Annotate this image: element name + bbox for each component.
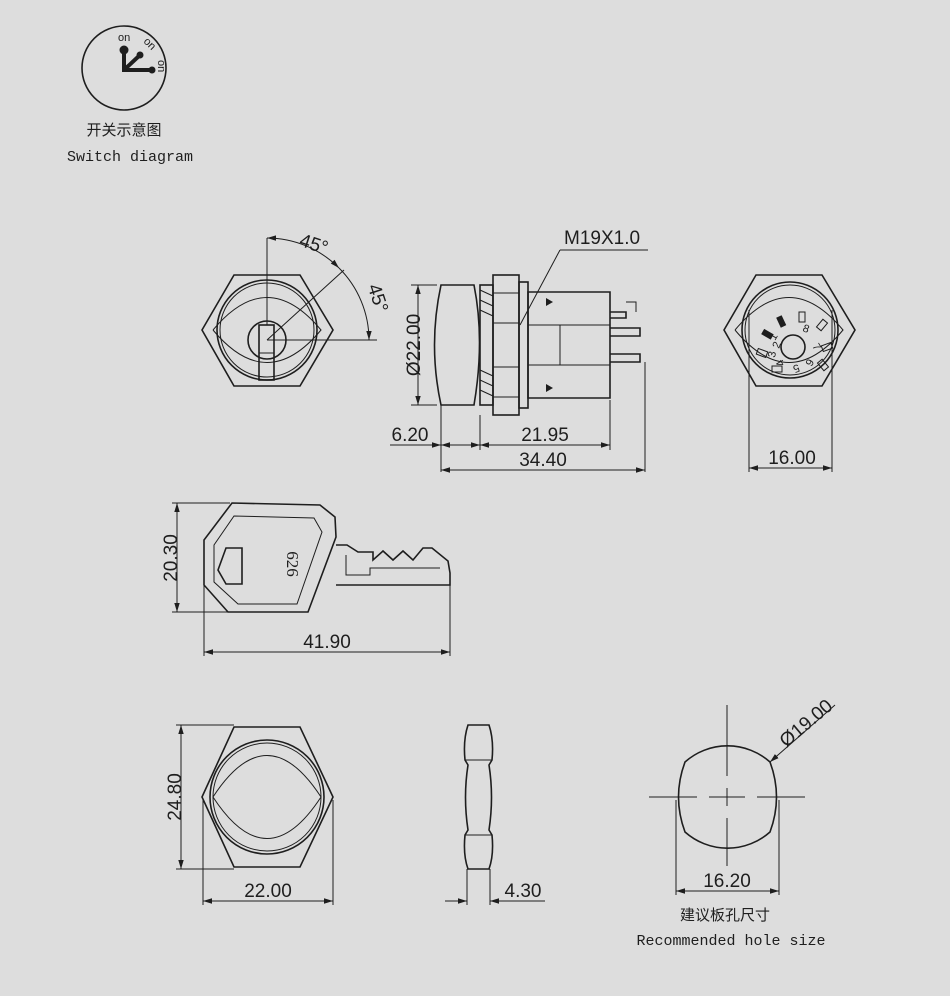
key-number: 626 bbox=[283, 551, 302, 577]
nut-width-label: 22.00 bbox=[244, 881, 292, 902]
pin-number: 3 bbox=[766, 350, 779, 358]
side-diameter-label: Ø22.00 bbox=[404, 314, 425, 376]
nut-side-view: 4.30 bbox=[445, 724, 545, 905]
nut-side-profile bbox=[463, 724, 494, 870]
front-hex-nut bbox=[201, 274, 334, 387]
key-ring-hole bbox=[217, 547, 243, 585]
hole-view: Ø19.00 16.20 建议板孔尺寸 Recommended hole siz… bbox=[636, 696, 837, 950]
head-depth-label: 6.20 bbox=[392, 425, 429, 446]
switch-position-label: on bbox=[118, 32, 130, 44]
body-length-label: 21.95 bbox=[521, 425, 569, 446]
nut-height-label: 24.80 bbox=[165, 773, 186, 821]
angle-label-1: 45° bbox=[297, 230, 331, 259]
angle-arc-2 bbox=[338, 267, 372, 341]
key-drawing: 626 20.30 41.90 bbox=[161, 502, 451, 656]
hole-outline bbox=[677, 745, 778, 849]
angle-arc-1 bbox=[266, 235, 340, 269]
pin-number: 5 bbox=[791, 361, 801, 374]
angle-label-2: 45° bbox=[363, 281, 392, 315]
side-view: M19X1.0 Ø22.00 6.20 21.95 34.40 bbox=[390, 228, 648, 473]
switch-diagram-circle bbox=[81, 25, 167, 111]
pin-number: 7 bbox=[809, 342, 822, 353]
thread-spec-label: M19X1.0 bbox=[564, 228, 640, 249]
key-height-label: 20.30 bbox=[161, 534, 182, 582]
pin-number: 2 bbox=[771, 340, 784, 350]
side-bezel bbox=[433, 284, 481, 406]
pin-number: 1 bbox=[767, 331, 780, 342]
nut-front-bore bbox=[209, 739, 325, 855]
rear-housing bbox=[741, 281, 839, 379]
key-length-label: 41.90 bbox=[303, 632, 351, 653]
switch-position-label: on bbox=[155, 60, 167, 72]
side-nut bbox=[492, 274, 520, 416]
pin-number: 8 bbox=[801, 323, 811, 336]
key-blade bbox=[336, 544, 451, 586]
nut-front-view: 24.80 22.00 bbox=[165, 724, 334, 905]
key-head bbox=[203, 502, 337, 613]
total-length-label: 34.40 bbox=[519, 450, 567, 471]
side-terminals bbox=[610, 311, 641, 363]
nut-thickness-label: 4.30 bbox=[505, 881, 542, 902]
hole-label-en: Recommended hole size bbox=[636, 933, 825, 950]
pin-number: 6 bbox=[802, 357, 815, 368]
hole-label-cn: 建议板孔尺寸 bbox=[680, 906, 770, 924]
nut-front-hex bbox=[201, 726, 334, 868]
rear-width-label: 16.00 bbox=[768, 448, 816, 469]
switch-position-icon bbox=[119, 45, 156, 74]
switch-position-label: on bbox=[141, 36, 158, 53]
front-view: 45° 45° bbox=[201, 230, 392, 387]
side-switch-body bbox=[527, 291, 611, 399]
switch-diagram-label-cn: 开关示意图 bbox=[86, 121, 161, 139]
front-hex-chamfer bbox=[212, 297, 322, 363]
rear-pin-slots bbox=[755, 311, 834, 373]
pin-number: 4 bbox=[774, 357, 787, 368]
rear-center-hub bbox=[780, 334, 806, 360]
rear-view: 1 2 3 4 5 6 7 8 16.00 bbox=[723, 274, 856, 472]
switch-diagram-label-en: Switch diagram bbox=[67, 149, 193, 166]
hole-flat-width-label: 16.20 bbox=[703, 871, 751, 892]
hole-diameter-label: Ø19.00 bbox=[776, 696, 837, 752]
switch-diagram: on on on 开关示意图 Switch diagram bbox=[67, 25, 193, 166]
rear-hex-nut bbox=[723, 274, 856, 387]
